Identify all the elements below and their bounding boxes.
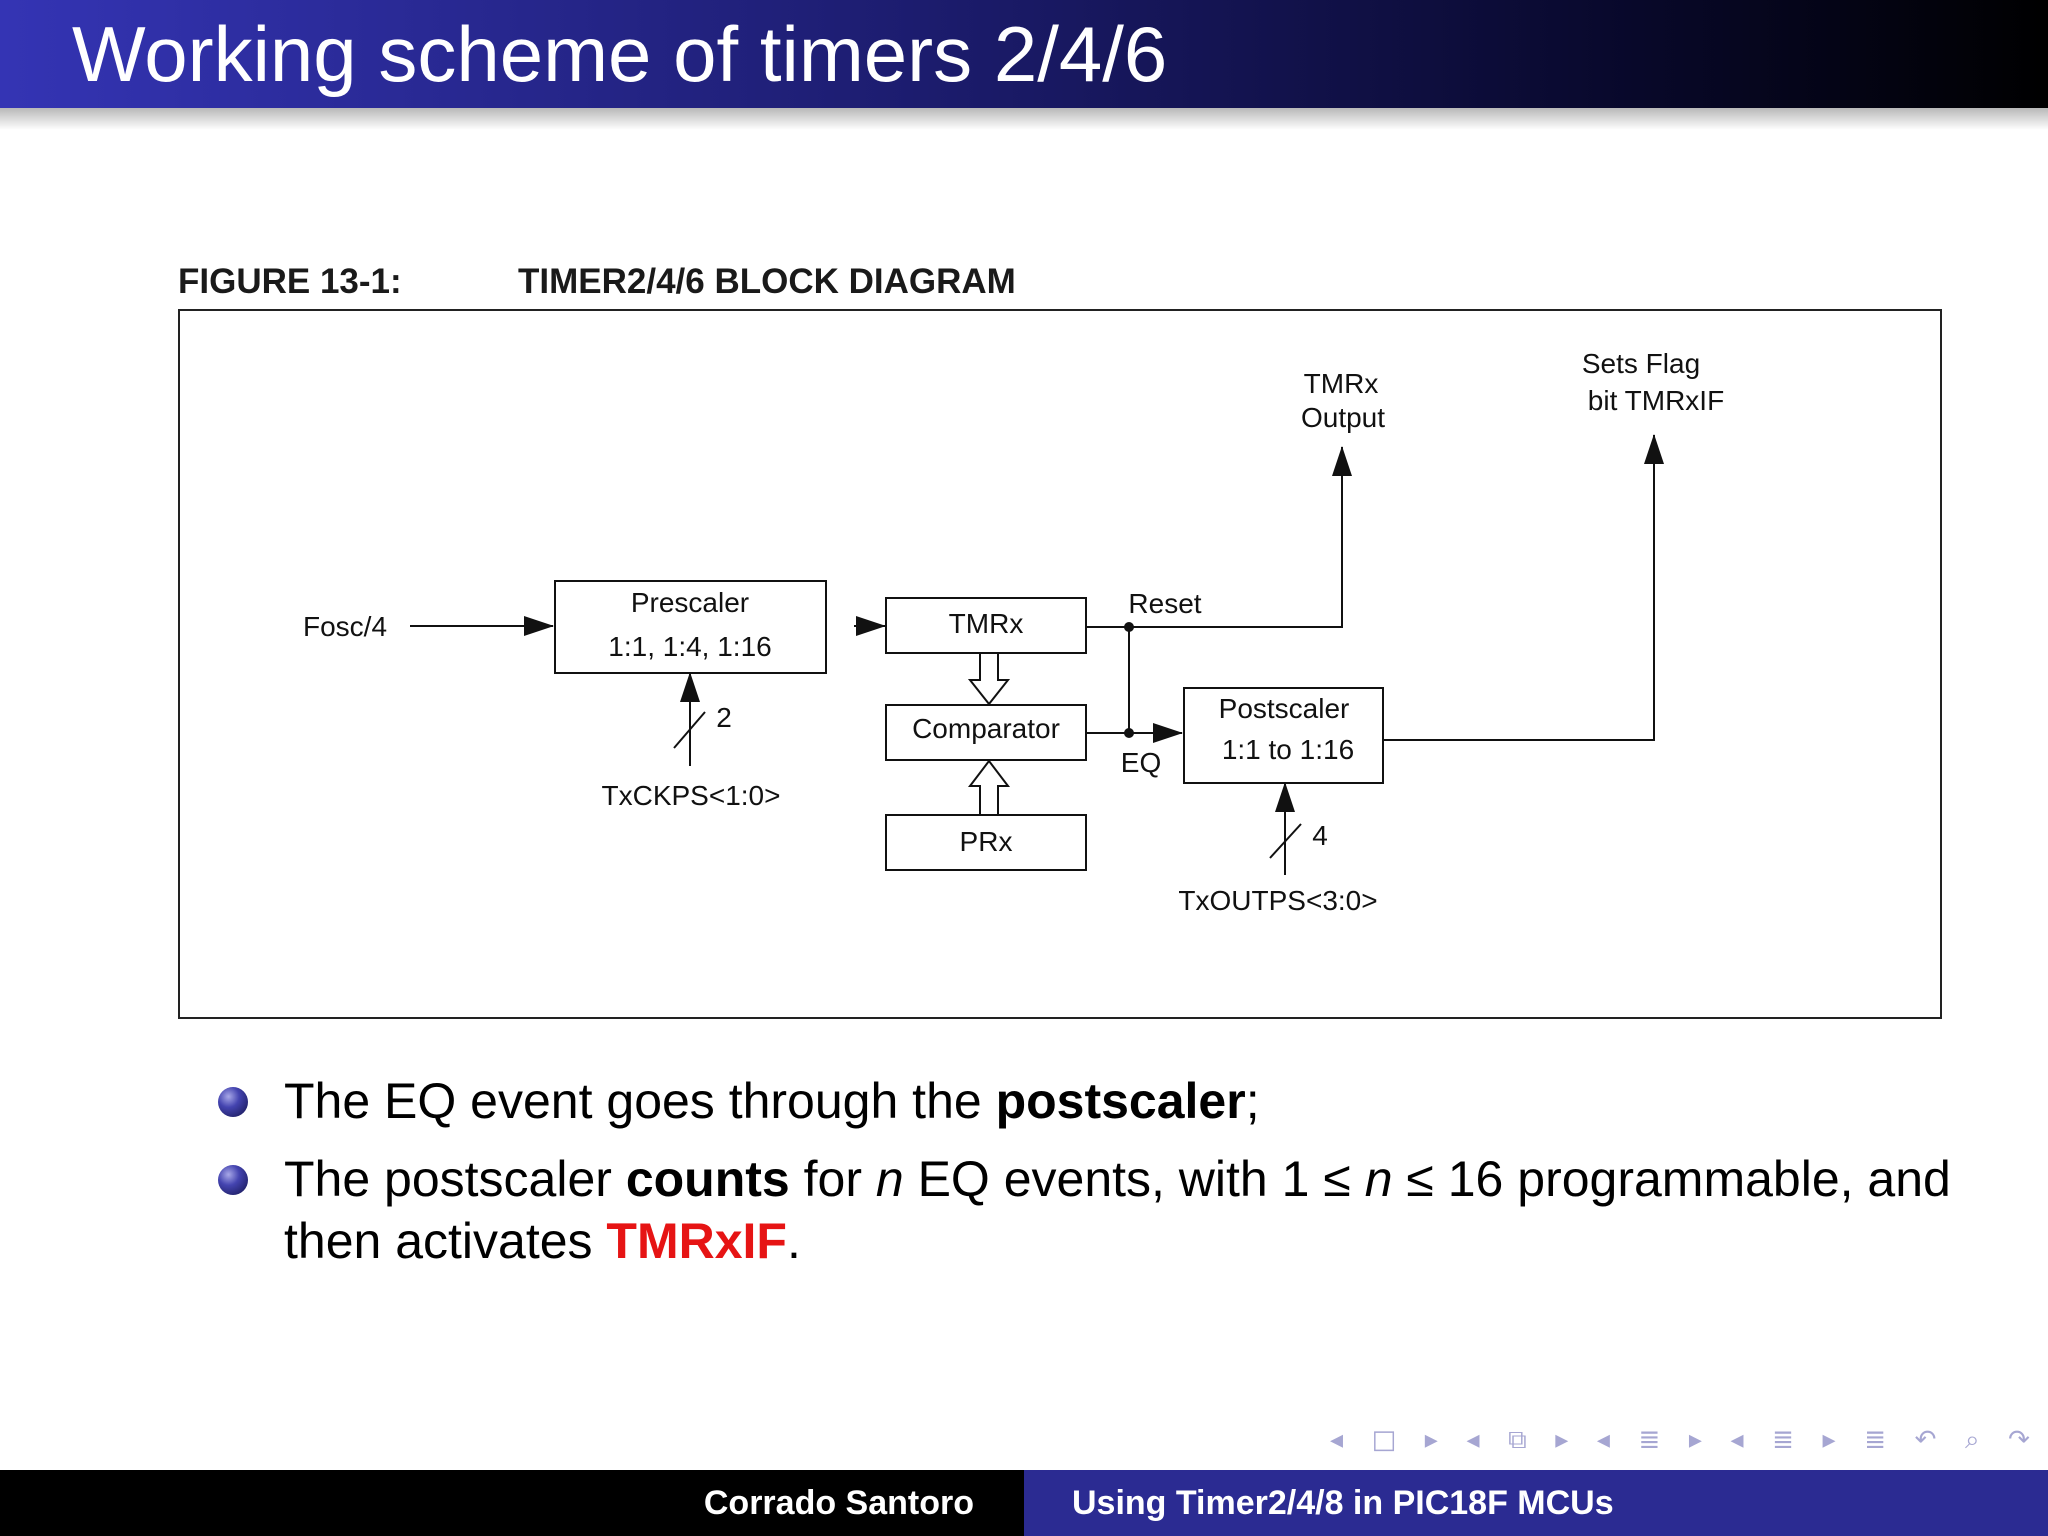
next-subsection-icon[interactable]: ▸ bbox=[1555, 1425, 1569, 1455]
prescaler-bus-name: TxCKPS<1:0> bbox=[602, 780, 781, 811]
math-variable: n bbox=[1364, 1151, 1393, 1207]
frame-title: Working scheme of timers 2/4/6 bbox=[72, 10, 1168, 98]
reset-junction bbox=[1124, 622, 1134, 632]
prescaler-bus-slash bbox=[673, 711, 706, 749]
eq-label: EQ bbox=[1121, 747, 1161, 778]
comparator-label: Comparator bbox=[912, 713, 1060, 744]
tmr-block bbox=[885, 597, 1087, 654]
bullet-item: The EQ event goes through the postscaler… bbox=[216, 1070, 2016, 1132]
next-frame-icon[interactable]: ▸ bbox=[1424, 1425, 1438, 1455]
bullet-text: for bbox=[789, 1151, 876, 1207]
bullet-icon bbox=[218, 1087, 248, 1117]
bullet-keyword: postscaler bbox=[995, 1073, 1246, 1129]
toc-icon[interactable]: ≣ bbox=[1864, 1425, 1886, 1455]
postscaler-bus-width: 4 bbox=[1312, 820, 1328, 851]
frame-icon[interactable]: □ bbox=[1371, 1425, 1397, 1455]
bullet-text: The EQ event goes through the bbox=[284, 1073, 996, 1129]
prescaler-title: Prescaler bbox=[631, 587, 749, 618]
subsection-icon[interactable]: ⧉ bbox=[1508, 1424, 1527, 1455]
pr-block bbox=[885, 814, 1087, 871]
title-bar-shadow bbox=[0, 108, 2048, 130]
prescaler-bus-width: 2 bbox=[716, 702, 732, 733]
pr-to-comparator-arrow bbox=[967, 759, 1011, 815]
postscaler-bus-name: TxOUTPS<3:0> bbox=[1178, 885, 1377, 916]
math-relation: ≤ bbox=[1323, 1151, 1351, 1207]
bullet-text: ; bbox=[1245, 1073, 1260, 1129]
prev-section-icon[interactable]: ◂ bbox=[1596, 1425, 1610, 1455]
title-bar bbox=[0, 0, 2048, 108]
prev-subsection-icon[interactable]: ◂ bbox=[1466, 1425, 1480, 1455]
reset-label: Reset bbox=[1128, 588, 1201, 619]
tmr-label: TMRx bbox=[949, 608, 1024, 639]
comparator-block bbox=[885, 704, 1087, 761]
search-icon[interactable]: ⌕ bbox=[1964, 1424, 1980, 1455]
bullet-list: The EQ event goes through the postscaler… bbox=[216, 1070, 2016, 1288]
footer: Corrado Santoro Using Timer2/4/8 in PIC1… bbox=[0, 1470, 2048, 1536]
bullet-keyword: counts bbox=[625, 1151, 790, 1207]
postscaler-bus-slash bbox=[1269, 823, 1302, 859]
flag-line bbox=[1383, 434, 1664, 741]
bullet-text: The postscaler bbox=[284, 1151, 626, 1207]
pr-label: PRx bbox=[960, 826, 1013, 857]
bullet-icon bbox=[218, 1165, 248, 1195]
prev-frame-icon[interactable]: ◂ bbox=[1330, 1425, 1344, 1455]
tmr-output-label-line2: Output bbox=[1301, 402, 1385, 433]
navigation-bar: ◂ □ ▸ ◂ ⧉ ▸ ◂ ≣ ▸ ◂ ≣ ▸ ≣ ↶ ⌕ ↷ bbox=[1330, 1424, 2030, 1456]
eq-junction bbox=[1124, 728, 1134, 738]
undo-icon[interactable]: ↶ bbox=[1914, 1425, 1937, 1455]
prescaler-ratios: 1:1, 1:4, 1:16 bbox=[608, 631, 771, 662]
part-icon[interactable]: ≣ bbox=[1772, 1425, 1794, 1455]
figure-number: FIGURE 13-1: bbox=[178, 262, 402, 301]
section-icon[interactable]: ≣ bbox=[1638, 1425, 1661, 1455]
bullet-highlight: TMRxIF bbox=[606, 1213, 787, 1269]
bullet-text: . bbox=[786, 1213, 801, 1269]
tmr-output-label-line1: TMRx bbox=[1304, 368, 1379, 399]
footer-author: Corrado Santoro bbox=[0, 1470, 1024, 1536]
next-part-icon[interactable]: ▸ bbox=[1822, 1425, 1836, 1455]
flag-label-line2: bit TMRxIF bbox=[1588, 385, 1724, 416]
flag-label-line1: Sets Flag bbox=[1582, 348, 1700, 379]
footer-title: Using Timer2/4/8 in PIC18F MCUs bbox=[1024, 1470, 2048, 1536]
redo-icon[interactable]: ↷ bbox=[2008, 1425, 2030, 1455]
math-variable: n bbox=[875, 1151, 904, 1207]
prev-part-icon[interactable]: ◂ bbox=[1730, 1425, 1744, 1455]
bullet-item: The postscaler counts for n EQ events, w… bbox=[216, 1148, 2016, 1272]
postscaler-block bbox=[1183, 687, 1384, 784]
figure-title: TIMER2/4/6 BLOCK DIAGRAM bbox=[518, 262, 1016, 301]
fosc-label: Fosc/4 bbox=[303, 611, 387, 642]
bullet-text: EQ events, with 1 bbox=[903, 1151, 1324, 1207]
next-section-icon[interactable]: ▸ bbox=[1688, 1425, 1702, 1455]
postscaler-ratios: 1:1 to 1:16 bbox=[1222, 734, 1354, 765]
figure-frame bbox=[178, 309, 1942, 1019]
math-relation: ≤ bbox=[1406, 1151, 1434, 1207]
bullet-text: 16 programmable, and then activates bbox=[284, 1151, 1951, 1269]
tmr-to-comparator-arrow bbox=[967, 653, 1011, 706]
postscaler-title: Postscaler bbox=[1219, 693, 1350, 724]
tmr-output-line bbox=[1086, 446, 1352, 628]
